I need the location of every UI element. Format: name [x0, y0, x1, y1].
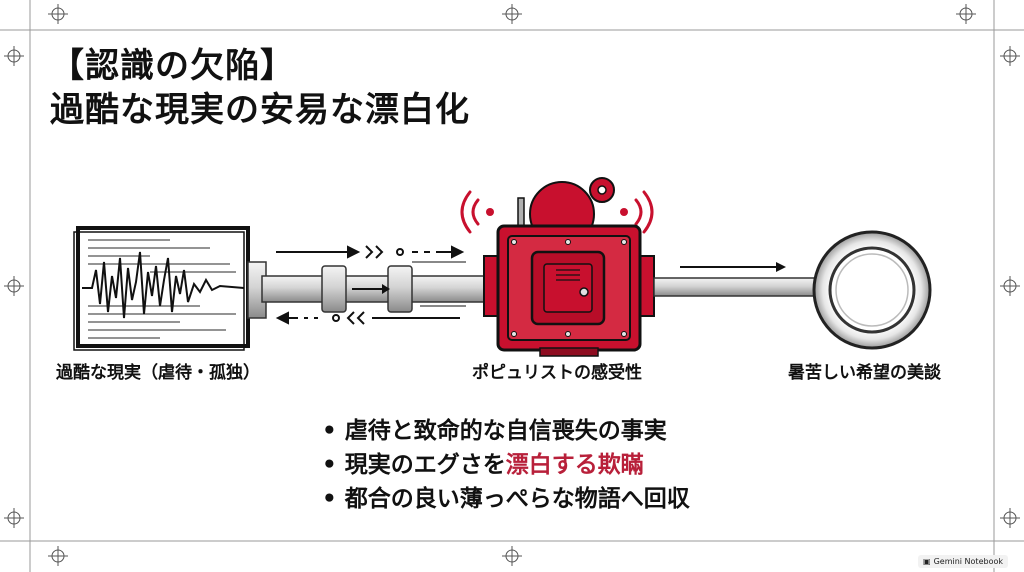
- crosshair-icon: [956, 4, 976, 24]
- caption-hope-story: 暑苦しい希望の美談: [788, 363, 941, 383]
- signal-waves-left-icon: [460, 190, 494, 234]
- crosshair-icon: [1000, 46, 1020, 66]
- bullet-item: • 現実のエグさを漂白する欺瞞: [322, 448, 690, 482]
- title-line-1: 【認識の欠陥】: [50, 46, 295, 86]
- gear-icon: [589, 177, 615, 203]
- backward-flow-arrows: [275, 305, 466, 325]
- bullet-list: • 虐待と致命的な自信喪失の事実 • 現実のエグさを漂白する欺瞞 • 都合の良い…: [322, 414, 690, 516]
- bullet-marker: •: [322, 418, 337, 444]
- bullet-marker: •: [322, 452, 337, 478]
- footer-label: Gemini Notebook: [933, 557, 1003, 566]
- notebook-icon: ▣: [923, 557, 931, 566]
- crosshair-icon: [502, 546, 522, 566]
- crosshair-icon: [4, 46, 24, 66]
- bullet-text: 現実のエグさを: [344, 452, 506, 478]
- crosshair-icon: [502, 4, 522, 24]
- crosshair-icon: [4, 276, 24, 296]
- crosshair-icon: [1000, 508, 1020, 528]
- waveform-icon: [82, 251, 245, 319]
- reality-document: [73, 226, 250, 351]
- bullet-item: • 都合の良い薄っぺらな物語へ回収: [322, 482, 690, 516]
- output-pipe: [653, 262, 825, 297]
- hope-ring: [812, 230, 932, 350]
- crosshair-icon: [48, 546, 68, 566]
- caption-populist-sensibility: ポピュリストの感受性: [472, 363, 642, 383]
- forward-flow-arrows: [276, 245, 466, 263]
- signal-waves-right-icon: [620, 190, 654, 234]
- caption-reality: 過酷な現実（虐待・孤独）: [56, 363, 260, 383]
- populist-machine: [460, 177, 655, 357]
- bullet-text: 虐待と致命的な自信喪失の事実: [344, 418, 667, 444]
- crosshair-icon: [1000, 276, 1020, 296]
- bullet-text: 都合の良い薄っぺらな物語へ回収: [344, 486, 690, 512]
- bullet-highlight: 漂白する欺瞞: [505, 452, 644, 478]
- input-pipe: [247, 261, 485, 319]
- crosshair-icon: [48, 4, 68, 24]
- bullet-marker: •: [322, 486, 337, 512]
- registration-marks: [4, 4, 1020, 566]
- page-title: 【認識の欠陥】 過酷な現実の安易な漂白化: [50, 44, 470, 132]
- title-line-2: 過酷な現実の安易な漂白化: [50, 90, 470, 130]
- bullet-item: • 虐待と致命的な自信喪失の事実: [322, 414, 690, 448]
- crosshair-icon: [4, 508, 24, 528]
- gemini-notebook-badge: ▣ Gemini Notebook: [918, 555, 1008, 568]
